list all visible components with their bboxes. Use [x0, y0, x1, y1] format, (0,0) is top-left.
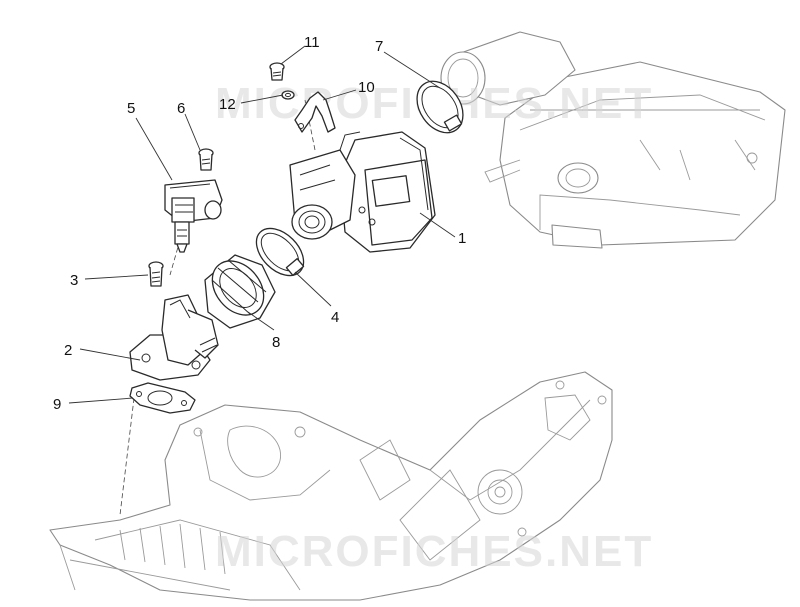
- assembly-line: [169, 239, 181, 276]
- callout-8: 8: [272, 334, 280, 351]
- callout-10: 10: [358, 79, 375, 96]
- screw-6: [198, 148, 214, 171]
- watermark-bottom: MICROFICHES.NET: [215, 527, 653, 576]
- fuel-injector: [164, 179, 223, 253]
- callout-6: 6: [177, 100, 185, 117]
- callout-1: 1: [458, 230, 466, 247]
- engine-crankcase: [49, 371, 613, 601]
- intake-manifold: [129, 294, 219, 381]
- callout-5: 5: [127, 100, 135, 117]
- callout-4: 4: [331, 309, 339, 326]
- leader-lines: [68, 45, 456, 404]
- washer-12: [281, 90, 295, 100]
- intake-sleeve: [204, 254, 276, 329]
- screw-3: [148, 261, 164, 287]
- air-filter-housing: [440, 31, 786, 249]
- callout-2: 2: [64, 342, 72, 359]
- callout-11: 11: [304, 34, 320, 51]
- hose-clamp-4: [255, 227, 305, 277]
- callout-12: 12: [219, 96, 236, 113]
- assembly-line: [119, 389, 136, 516]
- throttle-body: [289, 131, 436, 253]
- bracket: [294, 91, 336, 133]
- gasket: [129, 382, 196, 414]
- callout-3: 3: [70, 272, 78, 289]
- screw-11: [269, 62, 285, 81]
- callout-9: 9: [53, 396, 61, 413]
- callout-7: 7: [375, 38, 383, 55]
- hose-clamp-7: [416, 80, 464, 134]
